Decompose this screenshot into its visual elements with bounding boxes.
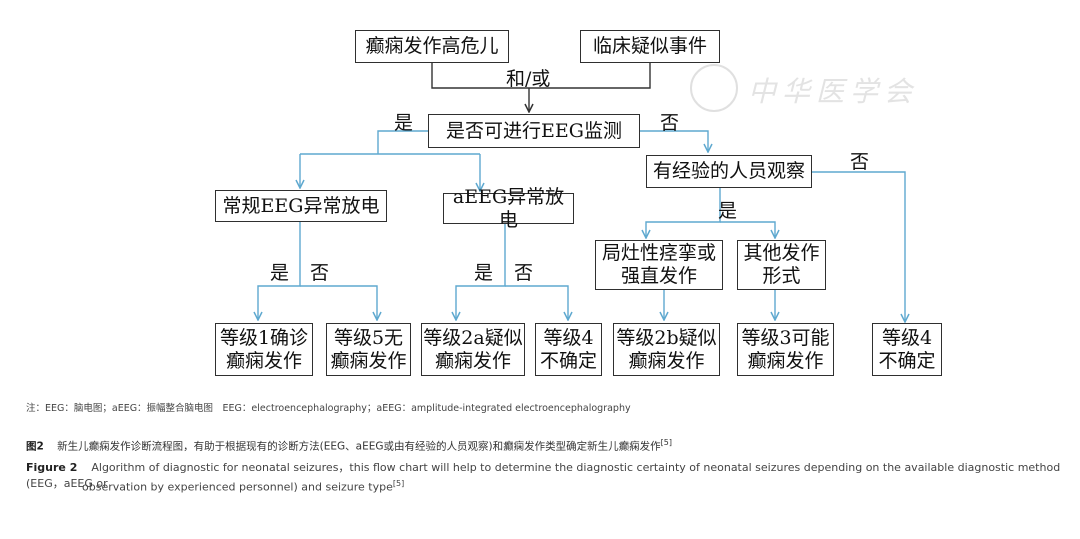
caption-cn-text: 新生儿癫痫发作诊断流程图，有助于根据现有的诊断方法(EEG、aEEG或由有经验的…	[57, 440, 661, 453]
caption-cn-ref: [5]	[660, 438, 672, 447]
box-level1: 等级1确诊 癫痫发作	[215, 323, 313, 376]
label-and-or: 和/或	[506, 68, 551, 90]
connector-lines	[0, 62, 1080, 400]
label-no-conventional: 否	[310, 262, 330, 284]
caption-en-text-2: observation by experienced personnel) an…	[82, 480, 393, 494]
flowchart: 中华医学会 癫痫发作高危儿 临床疑似事件 和/或 是否可进行EEG监测 是 否 …	[0, 30, 1080, 400]
box-focal-clonic-tonic: 局灶性痉挛或 强直发作	[595, 240, 723, 290]
caption-english-line2: observation by experienced personnel) an…	[82, 479, 404, 494]
box-clinical-event: 临床疑似事件	[580, 30, 720, 63]
box-high-risk-infant: 癫痫发作高危儿	[355, 30, 509, 63]
box-level2b: 等级2b疑似 癫痫发作	[613, 323, 720, 376]
caption-en-ref: [5]	[392, 479, 405, 488]
box-other-forms: 其他发作 形式	[737, 240, 826, 290]
watermark-seal-icon	[690, 64, 738, 112]
caption-english-line1: Figure 2 Algorithm of diagnostic for neo…	[26, 459, 1080, 491]
watermark: 中华医学会	[748, 75, 919, 108]
abbreviation-note: 注：EEG：脑电图；aEEG：振幅整合脑电图 EEG：electroenceph…	[26, 403, 631, 414]
box-aeeg: aEEG异常放电	[443, 186, 574, 231]
box-level3: 等级3可能 癫痫发作	[737, 323, 834, 376]
caption-en-text-1: Algorithm of diagnostic for neonatal sei…	[26, 461, 1061, 490]
label-yes-eeg: 是	[394, 112, 414, 134]
box-eeg-available: 是否可进行EEG监测	[428, 114, 640, 148]
box-experienced-observer: 有经验的人员观察	[646, 155, 812, 188]
label-no-eeg: 否	[660, 112, 680, 134]
box-conventional-eeg: 常规EEG异常放电	[215, 190, 387, 222]
caption-chinese: 图2 新生儿癫痫发作诊断流程图，有助于根据现有的诊断方法(EEG、aEEG或由有…	[26, 438, 672, 454]
label-no-observer: 否	[850, 151, 870, 173]
label-yes-conventional: 是	[270, 262, 290, 284]
label-yes-observer: 是	[718, 200, 738, 222]
box-level5: 等级5无 癫痫发作	[326, 323, 411, 376]
box-level2a: 等级2a疑似 癫痫发作	[421, 323, 525, 376]
caption-en-label: Figure 2	[26, 461, 78, 474]
label-yes-aeeg: 是	[474, 262, 494, 284]
caption-cn-label: 图2	[26, 440, 44, 453]
box-level4-eeg: 等级4 不确定	[535, 323, 602, 376]
box-level4-observer: 等级4 不确定	[872, 323, 942, 376]
label-no-aeeg: 否	[514, 262, 534, 284]
